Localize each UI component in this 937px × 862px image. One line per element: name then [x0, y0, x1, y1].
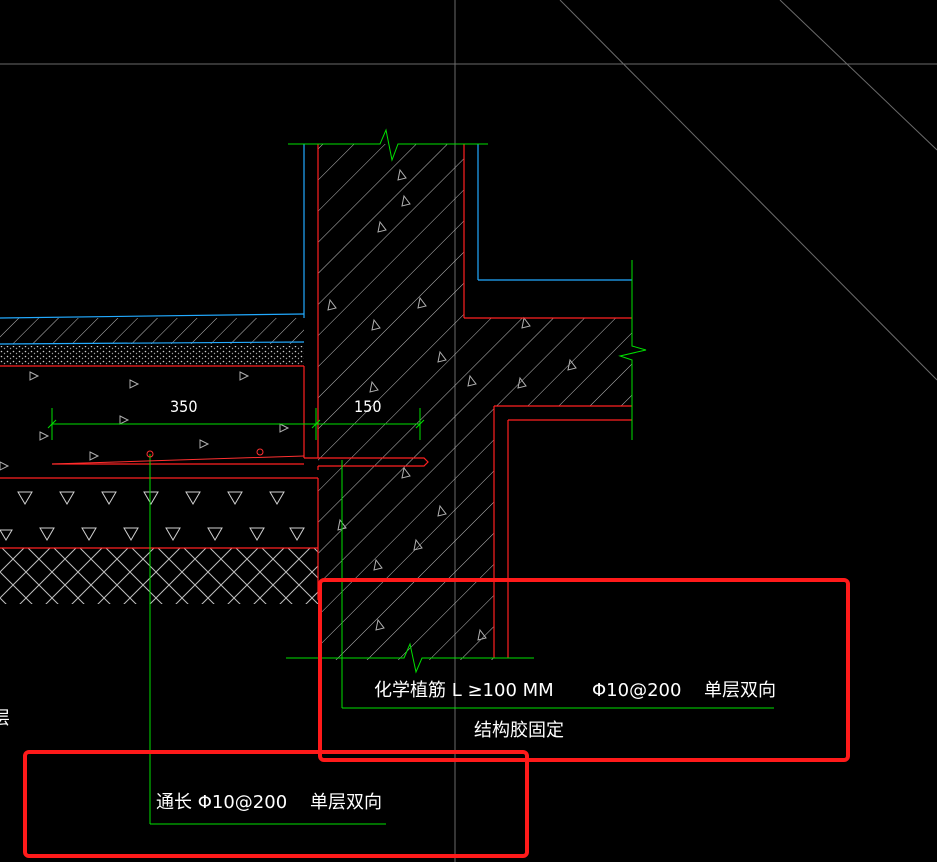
rebar-dots: [146, 448, 264, 458]
structural-glue-label: 结构胶固定: [474, 720, 564, 741]
highlight-box-chemical-rebar: [318, 578, 850, 762]
rebar-line: [51, 455, 305, 465]
wall-aggregate: [327, 168, 577, 641]
concrete-aggregate: [0, 371, 290, 471]
structure-outline: [0, 144, 632, 658]
through-rebar-layer: 单层双向: [310, 792, 382, 813]
floor-slab: [0, 318, 318, 604]
dimension-lines: [47, 128, 774, 825]
chemical-rebar-spec: Φ10@200: [592, 680, 681, 701]
highlight-box-through-rebar: [23, 750, 529, 858]
edge-partial-label: 层: [0, 708, 10, 729]
chemical-rebar-layer: 单层双向: [704, 680, 776, 701]
dimension-label-right: 150: [354, 397, 381, 416]
chemical-rebar-label: 化学植筋 L ≥100 MM: [374, 680, 554, 701]
gravel-triangles: [0, 491, 305, 541]
concrete-wall: [318, 144, 632, 660]
through-rebar-label: 通长 Φ10@200: [156, 792, 287, 813]
finish-lines: [0, 144, 632, 345]
dimension-label-left: 350: [170, 397, 197, 416]
